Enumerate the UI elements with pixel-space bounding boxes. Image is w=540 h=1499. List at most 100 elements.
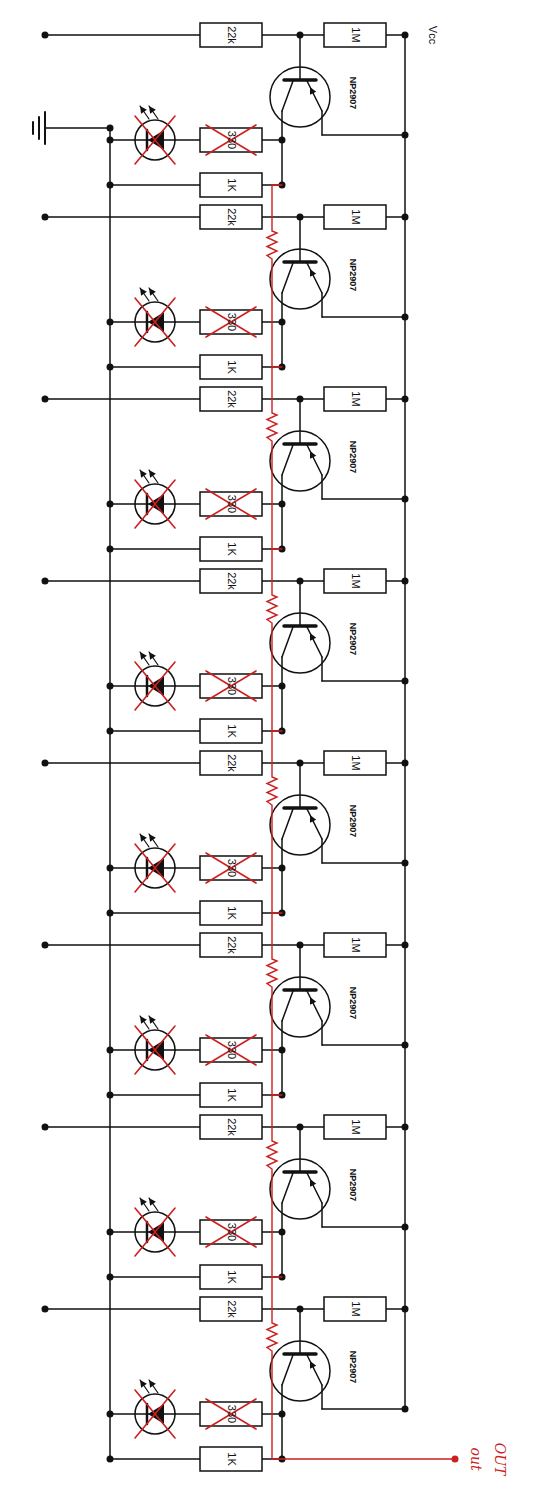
resistor-value: 1K: [226, 542, 237, 555]
emitter-lead: [307, 263, 322, 293]
resistor-symbol: [200, 1220, 262, 1244]
strike-mark: [135, 116, 175, 164]
added-wire: [272, 912, 282, 913]
base-bar: [284, 806, 316, 810]
resistor-value: 330: [226, 495, 237, 513]
junction-dot: [402, 32, 409, 39]
resistor-value: 330: [226, 1041, 237, 1059]
junction-dot: [402, 1406, 409, 1413]
junction-dot: [402, 860, 409, 867]
junction-dot: [42, 1306, 49, 1313]
ground-symbol: [44, 112, 46, 144]
resistor-value: 1M: [350, 755, 361, 770]
strike-mark: [135, 1026, 175, 1074]
junction-dot: [279, 865, 286, 872]
transistor-symbol: [270, 613, 330, 673]
emitter-lead: [307, 627, 322, 657]
strike-mark: [135, 480, 175, 528]
junction-dot: [107, 546, 114, 553]
light-arrow: [140, 652, 149, 665]
strike-mark: [135, 116, 175, 164]
part-number: NP2907: [348, 259, 357, 292]
wire: [321, 657, 323, 681]
diode-bar: [146, 1404, 149, 1424]
strike-mark: [135, 298, 175, 346]
junction-dot: [402, 1306, 409, 1313]
ground-wire: [45, 127, 110, 129]
added-wire: [272, 184, 282, 185]
part-number: NP2907: [348, 77, 357, 110]
junction-dot: [402, 1224, 409, 1231]
resistor-value: 1M: [350, 209, 361, 224]
emitter-lead: [307, 81, 322, 111]
wire: [281, 839, 283, 913]
resistor-value: 330: [226, 313, 237, 331]
resistor-value: 22k: [226, 936, 237, 954]
junction-dot: [402, 1124, 409, 1131]
resistor-symbol: [200, 901, 262, 925]
part-number: NP2907: [348, 623, 357, 656]
diode-bar: [146, 130, 149, 150]
ground-symbol: [32, 122, 34, 134]
resistor-value: 22k: [226, 390, 237, 408]
base-bar: [284, 1170, 316, 1174]
strike-mark: [135, 1208, 175, 1256]
light-arrow: [149, 652, 158, 665]
junction-dot: [279, 683, 286, 690]
light-arrow-head: [140, 1198, 147, 1206]
junction-dot: [279, 137, 286, 144]
resistor-symbol: [200, 1402, 262, 1426]
light-arrow-head: [140, 834, 147, 842]
light-arrow-head: [149, 288, 156, 296]
resistor-value: 1M: [350, 937, 361, 952]
light-arrow: [149, 288, 158, 301]
resistor-value: 1K: [226, 724, 237, 737]
resistor-symbol: [324, 205, 386, 229]
base-lead: [299, 581, 301, 626]
light-arrow-head: [140, 288, 147, 296]
resistor-symbol: [200, 1038, 262, 1062]
emitter-arrow: [310, 1361, 316, 1369]
base-bar: [284, 624, 316, 628]
strike-mark: [206, 307, 256, 337]
diode-bar: [146, 858, 149, 878]
light-arrow: [149, 470, 158, 483]
resistor-symbol: [200, 387, 262, 411]
light-arrow-head: [140, 1016, 147, 1024]
wire: [322, 1044, 405, 1046]
diode-bar: [146, 1222, 149, 1242]
wire: [110, 1231, 135, 1233]
part-number: NP2907: [348, 1351, 357, 1384]
junction-dot: [42, 578, 49, 585]
light-arrow: [149, 1198, 158, 1211]
base-bar: [284, 442, 316, 446]
wire: [322, 316, 405, 318]
transistor-symbol: [270, 795, 330, 855]
junction-dot: [402, 1042, 409, 1049]
light-arrow-head: [140, 470, 147, 478]
junction-dot: [42, 32, 49, 39]
junction-dot: [402, 396, 409, 403]
ground-symbol: [38, 117, 40, 139]
resistor-value: 22k: [226, 572, 237, 590]
resistor-symbol: [200, 355, 262, 379]
junction-dot: [279, 1229, 286, 1236]
wire: [110, 1049, 135, 1051]
strike-mark: [206, 125, 256, 155]
wire: [322, 680, 405, 682]
part-number: NP2907: [348, 805, 357, 838]
resistor-value: 1M: [350, 1119, 361, 1134]
light-arrow: [149, 106, 158, 119]
resistor-symbol: [200, 933, 262, 957]
output-label: OUT: [493, 1443, 507, 1476]
transistor-symbol: [270, 67, 330, 127]
wire: [322, 498, 405, 500]
emitter-lead: [307, 1355, 322, 1385]
resistor-value: 1K: [226, 1452, 237, 1465]
wire: [321, 1021, 323, 1045]
strike-mark: [206, 853, 256, 883]
part-number: NP2907: [348, 441, 357, 474]
junction-dot: [402, 314, 409, 321]
strike-mark: [135, 662, 175, 710]
base-lead: [299, 1309, 301, 1354]
